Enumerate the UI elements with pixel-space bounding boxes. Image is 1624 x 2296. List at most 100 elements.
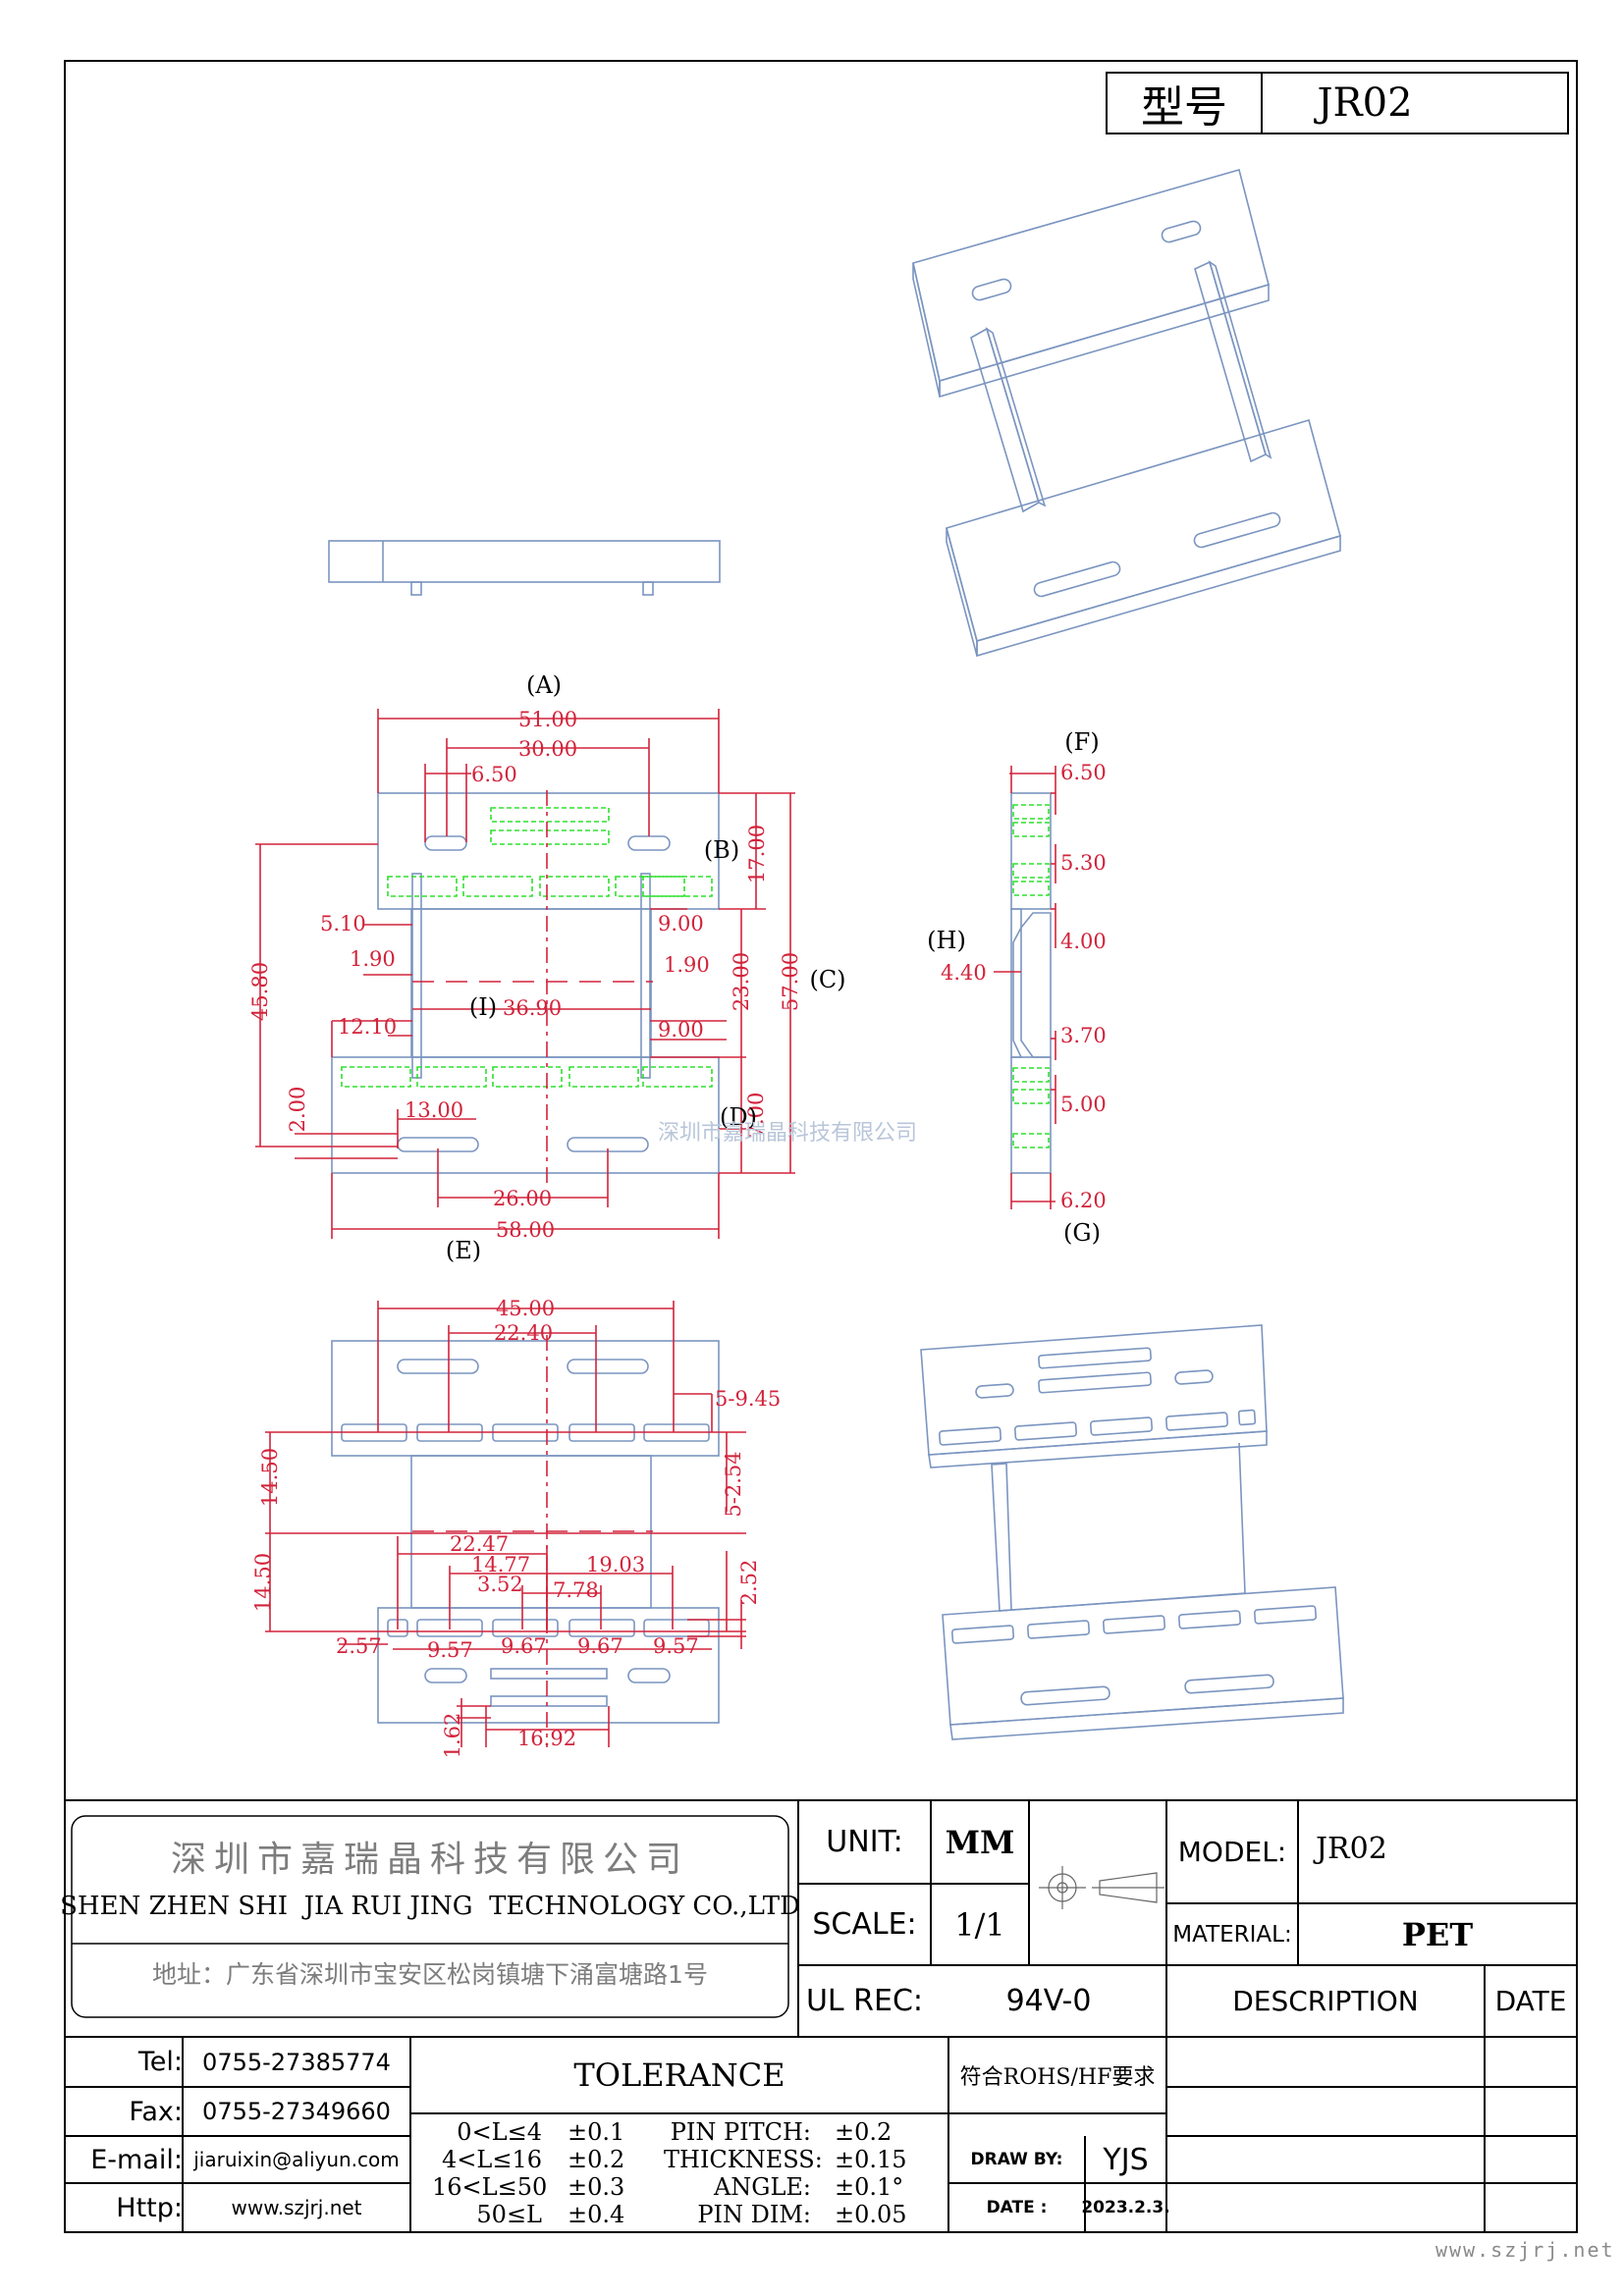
scale-value: 1/1 <box>954 1905 1005 1944</box>
dim-17: 17.00 <box>745 825 769 883</box>
dim-26: 26.00 <box>493 1187 552 1210</box>
dim-side-5-00: 5.00 <box>1060 1093 1107 1116</box>
company-name-cn: 深圳市嘉瑞晶科技有限公司 <box>170 1840 689 1880</box>
draw-by-label: DRAW BY: <box>970 2150 1063 2169</box>
email-label: E-mail: <box>90 2144 183 2175</box>
dim-2-52: 2.52 <box>737 1560 761 1606</box>
tol-value-3: ±0.4 <box>568 2201 625 2228</box>
front-view: 51.00 30.00 6.50 17.00 45.80 57.00 5.10 … <box>248 671 846 1264</box>
dim-9-00-top: 9.00 <box>658 912 704 935</box>
dim-1-90-right: 1.90 <box>664 953 710 977</box>
bottom-view: 45.00 22.40 5-9.45 14.50 5-2.54 14.50 22… <box>251 1297 781 1758</box>
label-f: (F) <box>1064 728 1099 756</box>
side-view-top <box>328 540 721 596</box>
unit-label: UNIT: <box>826 1825 903 1859</box>
spec-tol-0: ±0.2 <box>835 2118 893 2146</box>
label-g: (G) <box>1063 1219 1101 1247</box>
fax-label: Fax: <box>129 2096 183 2127</box>
tel-label: Tel: <box>137 2047 183 2077</box>
dim-side-6-50: 6.50 <box>1060 761 1107 784</box>
iso-view-top <box>912 169 1341 658</box>
dim-14-77: 14.77 <box>471 1553 530 1576</box>
dim-7-78: 7.78 <box>553 1578 599 1602</box>
sheet-border <box>64 60 1578 2233</box>
dim-19-03: 19.03 <box>586 1553 645 1576</box>
scale-label: SCALE: <box>812 1907 917 1942</box>
dim-side-5-30: 5.30 <box>1060 851 1107 875</box>
dim-5-2-54: 5-2.54 <box>722 1451 745 1517</box>
dim-side-4-40: 4.40 <box>941 961 987 985</box>
label-i: (I) <box>469 993 497 1021</box>
dim-51: 51.00 <box>518 708 577 731</box>
spec-name-1: THICKNESS: <box>664 2146 823 2173</box>
label-a: (A) <box>526 671 562 699</box>
label-e: (E) <box>446 1237 481 1264</box>
company-name-en: SHEN ZHEN SHI JIA RUI JING TECHNOLOGY CO… <box>60 1892 800 1921</box>
dim-1-90-left: 1.90 <box>350 947 396 971</box>
tol-range-3: 50≤L <box>476 2201 542 2228</box>
dim-12-10: 12.10 <box>338 1015 397 1039</box>
date-row-label: DATE : <box>986 2198 1048 2217</box>
model-value: JR02 <box>1316 1832 1387 1866</box>
company-address: 地址：广东省深圳市宝安区松岗镇塘下涌富塘路1号 <box>152 1960 708 1989</box>
dim-9-00-bottom: 9.00 <box>658 1018 704 1041</box>
tolerance-table: 0<L≤4±0.1 4<L≤16±0.2 16<L≤50±0.3 50≤L±0.… <box>432 2118 648 2228</box>
spec-name-2: ANGLE: <box>713 2173 811 2201</box>
material-label: MATERIAL: <box>1172 1921 1292 1948</box>
http-value[interactable]: www.szjrj.net <box>231 2196 362 2219</box>
dim-side-4-00: 4.00 <box>1060 930 1107 953</box>
fax-value: 0755-27349660 <box>202 2098 391 2125</box>
dim-14-50-bottom: 14.50 <box>251 1553 275 1612</box>
watermark-text: 深圳市嘉瑞晶科技有限公司 <box>658 1121 918 1146</box>
tol-value-0: ±0.1 <box>568 2118 625 2146</box>
tolerance-title: TOLERANCE <box>573 2056 785 2094</box>
tel-value: 0755-27385774 <box>202 2048 391 2076</box>
dim-22-40: 22.40 <box>494 1321 553 1345</box>
dim-5-10: 5.10 <box>320 912 366 935</box>
tol-range-1: 4<L≤16 <box>442 2146 542 2173</box>
dim-57: 57.00 <box>779 952 802 1011</box>
dim-3-52: 3.52 <box>477 1573 523 1596</box>
spec-table: PIN PITCH:±0.2 THICKNESS:±0.15 ANGLE:±0.… <box>664 2118 948 2228</box>
dim-7-00: 7.00 <box>744 1093 768 1139</box>
unit-value: MM <box>945 1823 1015 1861</box>
dim-13: 13.00 <box>405 1098 463 1122</box>
spec-tol-2: ±0.1° <box>835 2173 904 2201</box>
email-value[interactable]: jiaruixin@aliyun.com <box>193 2148 400 2171</box>
dim-2-57: 2.57 <box>336 1634 382 1658</box>
dim-22-47: 22.47 <box>450 1532 509 1556</box>
iso-view-bottom <box>920 1324 1344 1740</box>
tol-value-2: ±0.3 <box>568 2173 625 2201</box>
projection-symbol-icon <box>1039 1866 1164 1909</box>
spec-tol-3: ±0.05 <box>835 2201 907 2228</box>
dim-side-3-70: 3.70 <box>1060 1024 1107 1047</box>
dim-1-62: 1.62 <box>441 1713 464 1759</box>
rohs-note: 符合ROHS/HF要求 <box>959 2065 1156 2090</box>
title-block-grid <box>65 72 1577 2232</box>
spec-tol-1: ±0.15 <box>835 2146 907 2173</box>
label-c: (C) <box>809 966 845 993</box>
dim-9-57-a: 9.57 <box>427 1638 473 1662</box>
dim-14-50-top: 14.50 <box>258 1448 282 1507</box>
tol-range-2: 16<L≤50 <box>432 2173 548 2201</box>
model-label: MODEL: <box>1177 1836 1287 1868</box>
date-row-value: 2023.2.3. <box>1081 2198 1170 2217</box>
dim-30: 30.00 <box>518 737 577 761</box>
dim-9-57-b: 9.57 <box>653 1634 699 1658</box>
header-model-value: JR02 <box>1317 80 1413 126</box>
spec-name-3: PIN DIM: <box>697 2201 811 2228</box>
dim-2-00: 2.00 <box>286 1087 309 1133</box>
corner-url: www.szjrj.net <box>1435 2238 1615 2262</box>
dim-9-67-b: 9.67 <box>577 1634 623 1658</box>
side-view: 6.50 5.30 4.00 4.40 3.70 5.00 6.20 (F) (… <box>927 728 1107 1247</box>
dim-45: 45.00 <box>496 1297 555 1320</box>
ul-rec-label: UL REC: <box>805 1984 924 2018</box>
label-h: (H) <box>927 927 966 954</box>
date-label: DATE <box>1494 1985 1567 2017</box>
dim-45-80: 45.80 <box>248 962 272 1021</box>
http-label: Http: <box>116 2192 183 2223</box>
dim-58: 58.00 <box>496 1218 555 1242</box>
dim-6-50: 6.50 <box>471 763 517 786</box>
label-b: (B) <box>704 836 739 864</box>
